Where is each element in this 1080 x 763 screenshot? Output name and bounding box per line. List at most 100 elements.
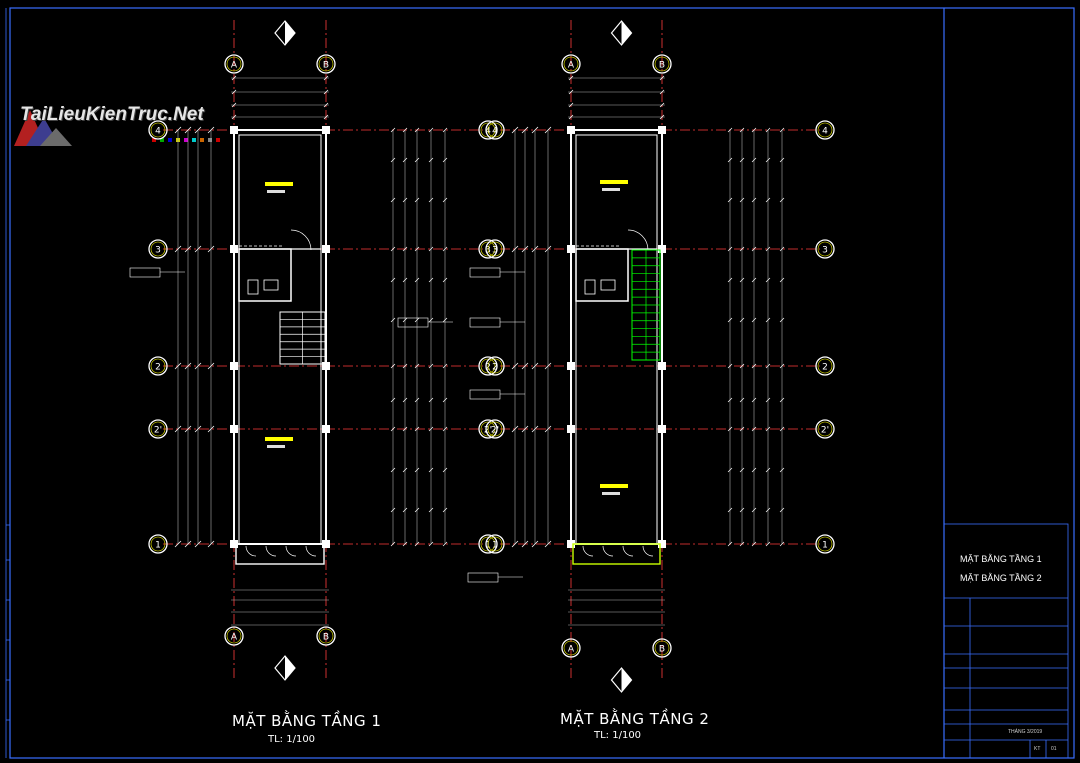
grid-bubble-label: 3: [155, 246, 161, 256]
dim-tick: [442, 467, 448, 473]
dim-tick: [428, 317, 434, 323]
dim-tick: [390, 467, 396, 473]
grid-bubble: [148, 120, 168, 140]
dim-tick: [323, 75, 329, 81]
grid-bubble-label: 1: [155, 541, 161, 551]
dim-tick: [231, 89, 237, 95]
dim-tick: [727, 197, 733, 203]
section-marker: [397, 317, 429, 328]
grid-bubble: [316, 626, 336, 646]
dim-tick: [727, 467, 733, 473]
column: [230, 362, 238, 370]
grid-bubble-label: 2: [155, 363, 161, 373]
grid-bubble: [561, 54, 581, 74]
dim-tick: [184, 362, 192, 370]
dim-tick: [442, 277, 448, 283]
door-swing: [245, 545, 257, 557]
grid-bubble-label: 2': [491, 426, 499, 436]
dim-tick: [779, 541, 785, 547]
dim-tick: [765, 541, 771, 547]
column: [567, 126, 575, 134]
dim-tick: [414, 397, 420, 403]
dim-tick: [544, 425, 552, 433]
room-level-mark: [602, 492, 620, 495]
dim-tick: [751, 426, 757, 432]
section-marker: [469, 389, 501, 400]
grid-bubble-inner: [487, 421, 503, 437]
dim-tick: [390, 197, 396, 203]
grid-bubble: [478, 356, 498, 376]
grid-bubble-label: 4: [492, 127, 498, 137]
dim-tick: [727, 246, 733, 252]
north-arrow-fill: [285, 21, 295, 45]
grid-bubble: [485, 356, 505, 376]
grid-bubble-inner: [480, 421, 496, 437]
grid-bubble-label: 1: [822, 541, 828, 551]
grid-bubble: [478, 419, 498, 439]
dim-tick: [442, 197, 448, 203]
titleblock-sheet-number: 01: [1051, 746, 1057, 752]
dim-tick: [739, 317, 745, 323]
door-swing: [602, 545, 614, 557]
dim-tick: [390, 363, 396, 369]
dim-tick: [390, 317, 396, 323]
wc-room: [575, 248, 629, 302]
grid-bubble-inner: [487, 536, 503, 552]
section-marker: [469, 317, 501, 328]
dim-tick: [402, 157, 408, 163]
dim-tick: [511, 245, 519, 253]
grid-bubble-inner: [563, 56, 579, 72]
room-label-mark: [600, 484, 628, 488]
dim-tick: [231, 114, 237, 120]
grid-bubble-inner: [817, 122, 833, 138]
stair: [631, 249, 661, 361]
dim-tick: [402, 507, 408, 513]
door-swing: [290, 229, 312, 251]
grid-bubble: [652, 54, 672, 74]
column: [567, 540, 575, 548]
dim-tick: [544, 362, 552, 370]
grid-bubble: [652, 638, 672, 658]
dim-tick: [739, 467, 745, 473]
watermark-text: TaiLieuKienTruc.Net: [20, 104, 204, 125]
dim-tick: [414, 317, 420, 323]
dim-tick: [511, 540, 519, 548]
dim-tick: [521, 362, 529, 370]
dim-tick: [323, 89, 329, 95]
dim-tick: [428, 246, 434, 252]
grid-bubble: [478, 534, 498, 554]
dim-tick: [442, 157, 448, 163]
dim-tick: [207, 425, 215, 433]
dim-tick: [765, 246, 771, 252]
column: [658, 362, 666, 370]
dim-tick: [442, 507, 448, 513]
dim-tick: [727, 317, 733, 323]
dim-tick: [751, 541, 757, 547]
door-swing: [582, 545, 594, 557]
grid-bubble-label: B: [659, 645, 665, 655]
dim-tick: [402, 541, 408, 547]
dim-tick: [402, 363, 408, 369]
dim-tick: [402, 397, 408, 403]
watermark-logo-icon: [14, 110, 220, 146]
column: [230, 126, 238, 134]
dim-tick: [521, 245, 529, 253]
dim-tick: [751, 197, 757, 203]
dim-tick: [174, 362, 182, 370]
dim-tick: [390, 507, 396, 513]
dim-tick: [779, 157, 785, 163]
titleblock-date: THÁNG 3/2019: [1008, 729, 1043, 735]
dim-tick: [544, 245, 552, 253]
dim-tick: [174, 126, 182, 134]
dim-tick: [751, 467, 757, 473]
dim-tick: [511, 362, 519, 370]
dim-tick: [727, 127, 733, 133]
grid-bubble: [485, 120, 505, 140]
dim-tick: [727, 157, 733, 163]
door-swing: [285, 545, 297, 557]
grid-bubble-label: B: [659, 61, 665, 71]
column: [322, 425, 330, 433]
grid-bubble-inner: [150, 421, 166, 437]
dim-tick: [531, 126, 539, 134]
